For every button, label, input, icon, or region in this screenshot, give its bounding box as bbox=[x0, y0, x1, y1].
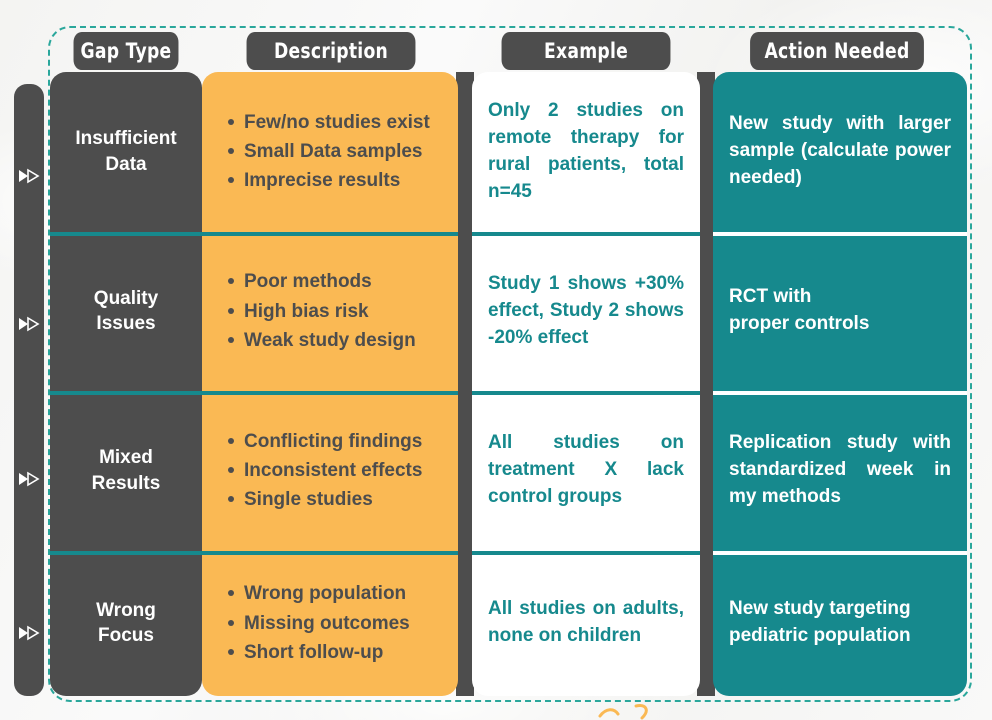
left-marker-rail bbox=[14, 84, 44, 696]
description-bullet-list: Conflicting findings Inconsistent effect… bbox=[202, 427, 458, 515]
fast-forward-icon bbox=[14, 164, 44, 188]
example-text: Only 2 studies on remote therapy for rur… bbox=[488, 99, 684, 202]
description-bullet-list: Poor methods High bias risk Weak study d… bbox=[202, 267, 458, 355]
table-row: Wrong population Missing outcomes Short … bbox=[202, 550, 458, 697]
table-row: Wrong Focus bbox=[50, 550, 202, 697]
column-gutter bbox=[697, 72, 715, 696]
column-gutter bbox=[456, 72, 474, 696]
action-text: Replication study with standardized week… bbox=[729, 432, 951, 508]
table-row: Few/no studies exist Small Data samples … bbox=[202, 72, 458, 232]
list-item: Weak study design bbox=[228, 326, 444, 355]
gap-type-label: Quality Issues bbox=[93, 287, 159, 335]
list-item: Single studies bbox=[228, 485, 444, 514]
gap-type-label: Wrong Focus bbox=[96, 599, 156, 647]
column-action-needed: New study with larger sample (calculate … bbox=[713, 72, 967, 696]
table-row: Quality Issues bbox=[50, 231, 202, 392]
table-row: New study with larger sample (calculate … bbox=[713, 72, 967, 232]
description-bullet-list: Few/no studies exist Small Data samples … bbox=[202, 108, 458, 196]
table-row: Study 1 shows +30% effect, Study 2 shows… bbox=[472, 231, 700, 392]
table-row: Mixed Results bbox=[50, 391, 202, 551]
table-row: All studies on treatment X lack control … bbox=[472, 391, 700, 551]
example-text: All studies on adults, none on children bbox=[488, 598, 684, 647]
list-item: Small Data samples bbox=[228, 137, 444, 166]
column-header-example: Example bbox=[501, 32, 671, 70]
list-item: Imprecise results bbox=[228, 166, 444, 195]
list-item: Wrong population bbox=[228, 579, 444, 608]
table-row: Replication study with standardized week… bbox=[713, 391, 967, 551]
table-row: New study targeting pediatric population bbox=[713, 550, 967, 697]
column-header-description: Description bbox=[246, 32, 416, 70]
list-item: Few/no studies exist bbox=[228, 108, 444, 137]
table-row: Only 2 studies on remote therapy for rur… bbox=[472, 72, 700, 232]
fast-forward-icon bbox=[14, 621, 44, 645]
action-text: New study targeting pediatric population bbox=[729, 598, 911, 647]
list-item: High bias risk bbox=[228, 297, 444, 326]
squiggle-decoration-icon bbox=[598, 702, 668, 720]
column-description: Few/no studies exist Small Data samples … bbox=[202, 72, 458, 696]
gap-type-label: Mixed Results bbox=[91, 447, 161, 494]
fast-forward-icon bbox=[14, 467, 44, 491]
description-bullet-list: Wrong population Missing outcomes Short … bbox=[202, 579, 458, 667]
table-row: Insufficient Data bbox=[50, 72, 202, 232]
list-item: Short follow-up bbox=[228, 638, 444, 667]
gap-type-label: Insufficient Data bbox=[75, 128, 177, 175]
list-item: Conflicting findings bbox=[228, 427, 444, 456]
column-header-gap-type: Gap Type bbox=[73, 32, 179, 70]
table-row: Poor methods High bias risk Weak study d… bbox=[202, 231, 458, 392]
example-text: All studies on treatment X lack control … bbox=[488, 432, 684, 508]
action-text: New study with larger sample (calculate … bbox=[729, 113, 951, 189]
column-header-action-needed: Action Needed bbox=[750, 32, 924, 70]
example-text: Study 1 shows +30% effect, Study 2 shows… bbox=[488, 272, 684, 348]
list-item: Inconsistent effects bbox=[228, 456, 444, 485]
list-item: Missing outcomes bbox=[228, 609, 444, 638]
dashed-outline-frame bbox=[48, 26, 972, 702]
column-gap-type: Insufficient Data Quality Issues Mixed R… bbox=[50, 72, 202, 696]
table-row: RCT with proper controls bbox=[713, 231, 967, 392]
table-row: Conflicting findings Inconsistent effect… bbox=[202, 391, 458, 551]
table-row: All studies on adults, none on children bbox=[472, 550, 700, 697]
action-text: RCT with proper controls bbox=[729, 286, 870, 335]
fast-forward-icon bbox=[14, 312, 44, 336]
list-item: Poor methods bbox=[228, 267, 444, 296]
column-example: Only 2 studies on remote therapy for rur… bbox=[472, 72, 700, 696]
